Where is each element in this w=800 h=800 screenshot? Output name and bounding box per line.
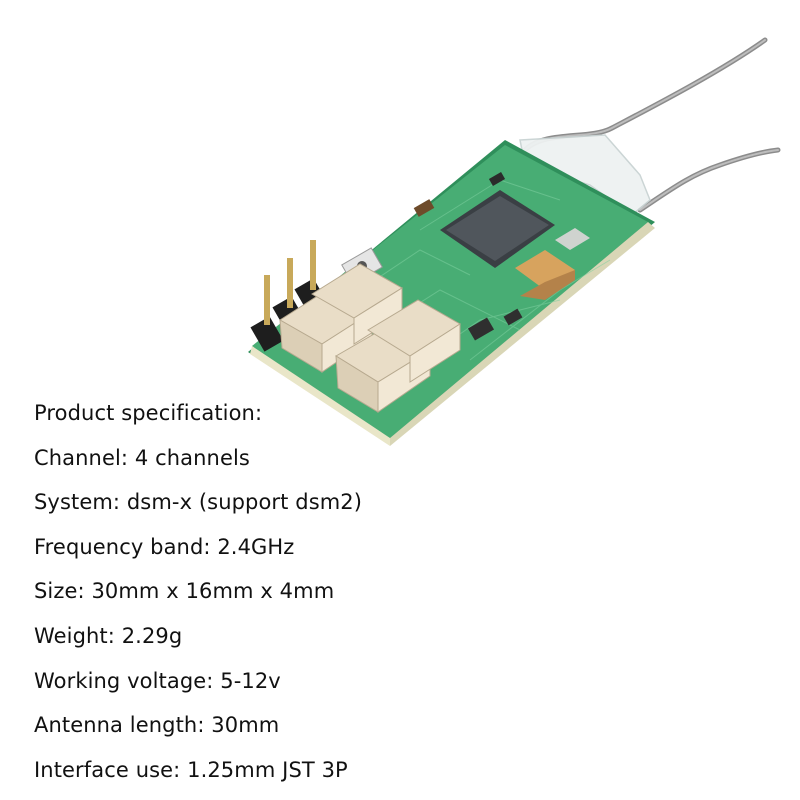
jst-connectors [279,263,461,413]
spec-system: System: dsm-x (support dsm2) [34,490,363,515]
spec-size: Size: 30mm x 16mm x 4mm [34,579,335,604]
specification-list: Product specification: Channel: 4 channe… [34,391,362,792]
spec-antenna-length: Antenna length: 30mm [34,713,280,738]
spec-interface: Interface use: 1.25mm JST 3P [34,757,348,782]
spec-frequency-band: Frequency band: 2.4GHz [34,534,295,559]
receiver-board-photo [248,37,781,446]
main-chip [440,190,555,268]
spec-heading: Product specification: [34,401,263,425]
crystal-component [515,228,590,300]
spec-channel: Channel: 4 channels [34,445,250,470]
spec-weight: Weight: 2.29g [34,623,183,648]
spec-working-voltage: Working voltage: 5-12v [34,668,281,693]
